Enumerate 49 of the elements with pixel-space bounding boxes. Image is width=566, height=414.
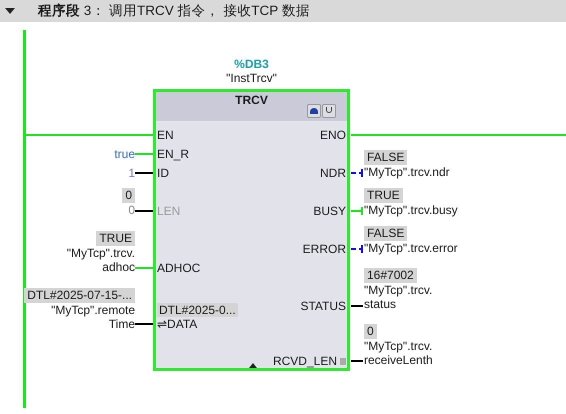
wire [135, 153, 153, 155]
wire [135, 172, 153, 174]
variable-name: "MyTcp".trcv.busy [364, 203, 458, 217]
actual-value: DTL#2025-07-15-... [24, 288, 135, 303]
wire [26, 134, 153, 136]
block-address: %DB3 [233, 57, 270, 71]
actual-value: TRUE [96, 231, 135, 246]
actual-value: 0 [122, 188, 135, 203]
pin-label: ADHOC [157, 261, 200, 275]
actual-value: 0 [364, 324, 377, 339]
wire [351, 305, 363, 307]
pin-label: STATUS [300, 299, 346, 313]
instance-name: "InstTrcv" [225, 71, 278, 85]
variable-name: "MyTcp".trcv. adhoc [66, 246, 135, 274]
pin-label: EN_R [157, 147, 190, 161]
actual-value: TRUE [364, 188, 403, 203]
pin-label: NDR [320, 166, 346, 180]
pin-label: BUSY [313, 204, 346, 218]
constant-value: 0 [128, 203, 135, 217]
variable-name: "MyTcp".trcv.error [364, 241, 458, 255]
wire [135, 210, 153, 212]
constant-value: 1 [128, 166, 135, 180]
wire [351, 360, 363, 362]
pin-label: ID [157, 166, 169, 180]
variable-name: "MyTcp".trcv. receiveLenth [364, 339, 433, 367]
actual-value: DTL#2025-0... [157, 303, 238, 317]
pin-label: ⇌DATA [157, 317, 198, 331]
variable-name: "MyTcp".trcv.ndr [364, 165, 450, 179]
pin-label: LEN [157, 204, 180, 218]
function-block [153, 89, 350, 371]
constant-value: true [114, 147, 135, 161]
pin-label: RCVD_LEN [272, 354, 337, 368]
actual-value: 16#7002 [364, 268, 417, 283]
block-title: TRCV [234, 93, 269, 107]
wire [351, 207, 363, 215]
power-rail [23, 30, 26, 408]
variable-name: "MyTcp".trcv. status [364, 283, 432, 311]
wire [351, 169, 363, 177]
actual-value: FALSE [364, 226, 408, 241]
actual-value: FALSE [364, 150, 408, 165]
network-title: 程序段 3： 调用TRCV 指令， 接收TCP 数据 [38, 3, 310, 19]
wire [351, 245, 363, 253]
wire [351, 134, 566, 136]
wire [135, 323, 153, 325]
variable-name: "MyTcp".remote Time [51, 303, 135, 331]
pin-label: EN [157, 128, 174, 142]
pin-label: ENO [320, 128, 346, 142]
wire [135, 267, 153, 269]
pin-label: ERROR [302, 242, 346, 256]
